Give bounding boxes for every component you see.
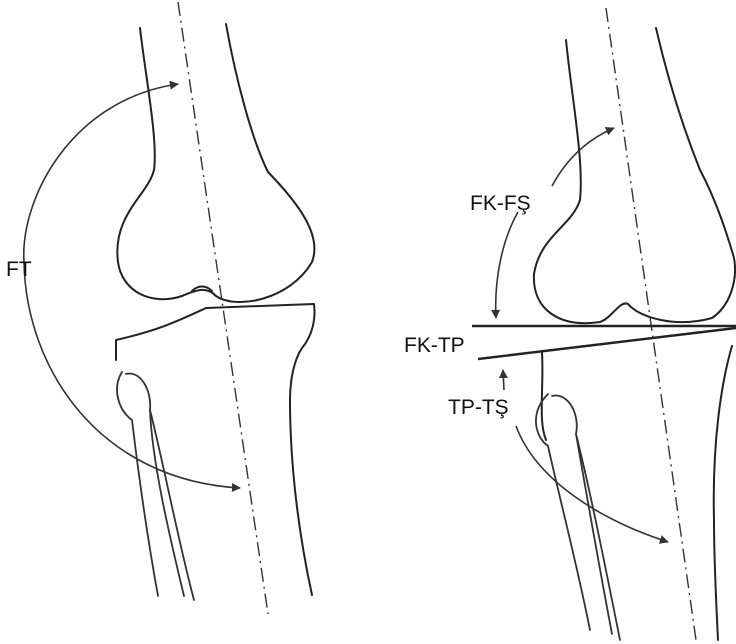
right-knee: FK-FŞ FK-TP TP-TŞ: [404, 8, 736, 640]
ft-arc-arrow: [24, 84, 240, 488]
fk-tp-label: FK-TP: [404, 334, 465, 357]
tibial-plateau-line: [478, 328, 736, 359]
tp-ts-label: TP-TŞ: [448, 396, 509, 419]
right-femur: [534, 28, 735, 323]
tp-ts-arrow-up: [503, 370, 504, 390]
fk-fs-arrow-up: [552, 128, 614, 186]
right-mechanical-axis: [606, 8, 696, 640]
ft-label: FT: [6, 258, 32, 281]
fk-fs-label: FK-FŞ: [470, 192, 531, 215]
left-tibia: [116, 304, 315, 595]
fk-fs-arrow-down: [496, 212, 518, 318]
left-fibula: [117, 372, 158, 596]
left-knee: FT: [6, 2, 315, 614]
